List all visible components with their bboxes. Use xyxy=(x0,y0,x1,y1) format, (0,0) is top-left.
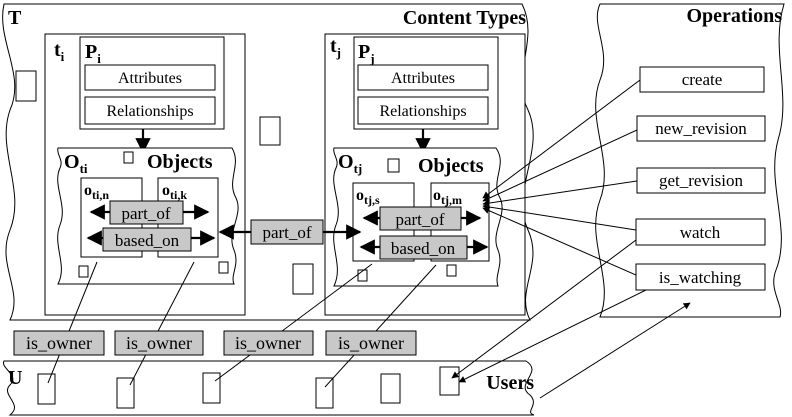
user-box xyxy=(37,373,56,405)
user-box xyxy=(380,373,401,404)
users-letter: U xyxy=(8,367,22,389)
user-box xyxy=(202,372,221,404)
new-revision-arrow xyxy=(482,129,638,202)
is-watching-object-arrow xyxy=(482,207,637,276)
based-on-tag-i xyxy=(102,227,192,252)
object-box xyxy=(357,269,368,282)
operations-title: Operations xyxy=(686,5,782,27)
is-owner-label-1: is_owner xyxy=(26,333,92,353)
content-type-box xyxy=(259,116,281,146)
properties-pj-label: Pj xyxy=(358,41,375,66)
is-watching-user-arrow xyxy=(458,287,651,383)
objects-otj-label: Otj xyxy=(338,151,362,176)
users-title: Users xyxy=(486,372,534,394)
content-types-letter: T xyxy=(8,7,22,29)
object-box xyxy=(123,151,134,164)
is-owner-label-3: is_owner xyxy=(235,333,301,353)
object-box xyxy=(78,265,89,278)
objects-title-i: Objects xyxy=(147,151,213,173)
object-box xyxy=(446,264,457,277)
operation-watch: watch xyxy=(635,218,766,246)
object-box xyxy=(387,158,400,173)
based-on-label-i: based_on xyxy=(115,231,180,250)
watch-user-arrow xyxy=(451,239,637,379)
part-of-label-i: part_of xyxy=(121,204,170,223)
operation-is-watching-label: is_watching xyxy=(659,268,742,287)
operation-new-revision-label: new_revision xyxy=(655,119,747,138)
based-on-tag-j xyxy=(379,235,468,260)
operation-get-revision-label: get_revision xyxy=(659,171,744,190)
get-revision-arrow xyxy=(482,180,638,207)
object-oti-n-label: oti,n xyxy=(84,182,109,202)
ownership-line xyxy=(47,261,98,384)
watch-object-arrow xyxy=(482,203,637,231)
relationships-label-j: Relationships xyxy=(379,103,466,120)
operation-is-watching: is_watching xyxy=(635,263,766,291)
type-tj-label: tj xyxy=(330,35,341,60)
type-ti-label: ti xyxy=(54,39,65,64)
users-region xyxy=(3,360,535,416)
attributes-label-j: Attributes xyxy=(391,70,455,87)
relationships-box-j xyxy=(357,96,489,125)
operation-watch-label: watch xyxy=(680,223,721,242)
is-owner-tag-1 xyxy=(13,330,105,356)
is-owner-label-4: is_owner xyxy=(338,333,404,353)
operation-get-revision: get_revision xyxy=(636,167,766,194)
user-box xyxy=(439,366,460,396)
relationships-box-i xyxy=(84,96,216,125)
object-otj-s-label: otj,s xyxy=(356,187,380,207)
users-to-operations-arrow xyxy=(539,302,691,399)
content-types-title: Content Types xyxy=(403,7,526,29)
cross-part-of-tag xyxy=(250,219,324,245)
object-otj-m-label: otj,m xyxy=(433,187,462,207)
operation-create: create xyxy=(639,66,765,93)
attributes-box-i xyxy=(84,64,216,91)
objects-title-j: Objects xyxy=(418,155,484,177)
attributes-label-i: Attributes xyxy=(118,70,182,87)
based-on-label-j: based_on xyxy=(391,239,456,258)
user-box xyxy=(116,377,135,409)
is-owner-tag-2 xyxy=(114,330,204,356)
is-owner-tag-4 xyxy=(325,330,417,356)
object-box xyxy=(218,261,229,274)
create-arrow xyxy=(482,79,641,199)
is-owner-label-2: is_owner xyxy=(126,333,192,353)
is-owner-tag-3 xyxy=(223,330,314,356)
attributes-box-j xyxy=(357,64,489,91)
content-type-box xyxy=(15,70,37,102)
content-type-box xyxy=(292,263,314,295)
cross-part-of-label: part_of xyxy=(262,223,311,242)
objects-oti-label: Oti xyxy=(64,151,88,176)
operation-new-revision: new_revision xyxy=(636,115,766,142)
ownership-line xyxy=(324,264,437,388)
properties-pi-label: Pi xyxy=(85,41,101,66)
operation-create-label: create xyxy=(682,70,723,89)
part-of-label-j: part_of xyxy=(395,210,444,229)
relationships-label-i: Relationships xyxy=(106,103,193,120)
part-of-tag-i xyxy=(109,200,184,225)
ownership-line xyxy=(129,261,195,386)
ownership-line xyxy=(214,263,373,382)
part-of-tag-j xyxy=(379,206,462,231)
user-box xyxy=(315,377,334,409)
object-oti-k-label: oti,k xyxy=(162,182,187,202)
